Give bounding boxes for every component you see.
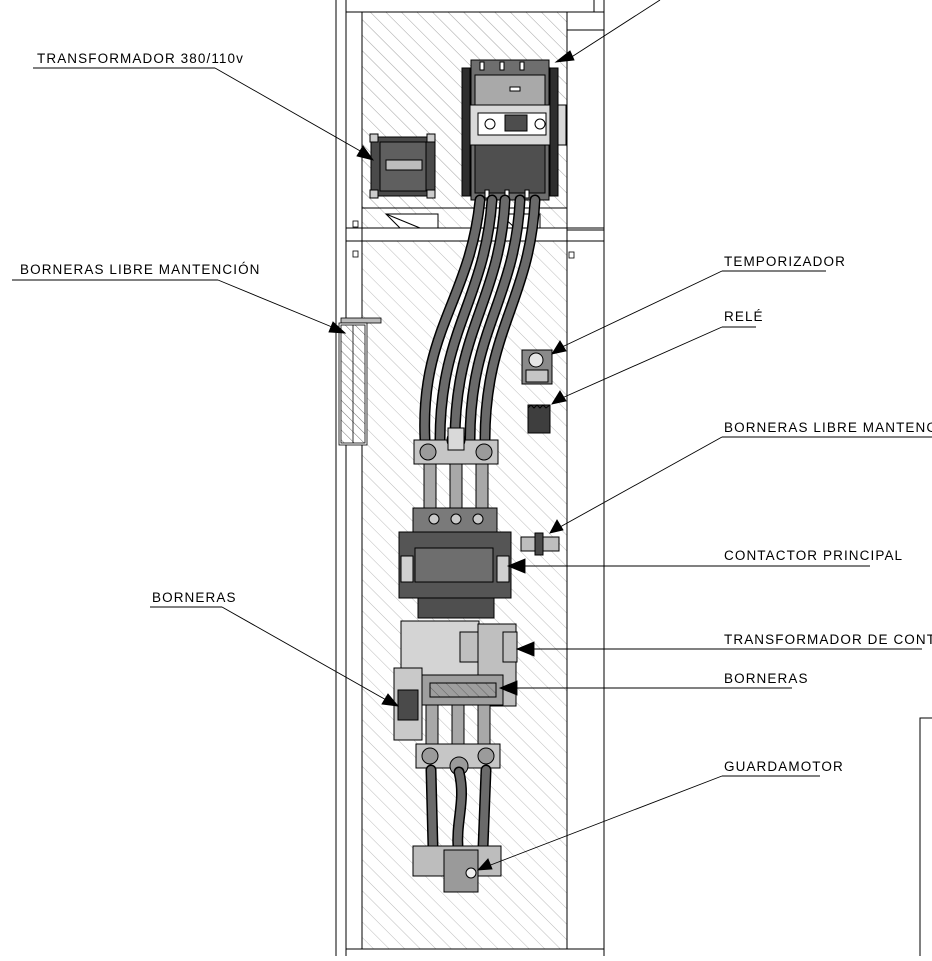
main-breaker — [461, 59, 567, 201]
timer-device — [521, 349, 553, 385]
border-bracket — [919, 717, 932, 956]
relay-device — [527, 404, 551, 434]
terminal-strip-left — [338, 317, 382, 446]
bus-bars — [423, 463, 489, 515]
motor-cables — [425, 764, 492, 854]
leader-lines — [12, 0, 932, 871]
label-temporizador: TEMPORIZADOR — [724, 254, 846, 269]
label-borneras-left: BORNERAS — [152, 590, 237, 605]
label-transformador-380: TRANSFORMADOR 380/110v — [37, 51, 244, 66]
label-borneras-libre-1: BORNERAS LIBRE MANTENCIÓN — [20, 262, 261, 277]
label-guardamotor: GUARDAMOTOR — [724, 759, 844, 774]
transformer-380-110 — [369, 133, 436, 199]
terminal-rail-right — [420, 674, 504, 706]
power-cables — [419, 194, 541, 446]
upper-lugs — [413, 427, 499, 465]
terminal-block-right — [520, 532, 560, 556]
lower-lugs — [415, 743, 501, 776]
label-borneras-right: BORNERAS — [724, 671, 809, 686]
label-borneras-libre-2: BORNERAS LIBRE MANTENCIÓN — [724, 420, 932, 435]
label-transformador-control: TRANSFORMADOR DE CONTROL — [724, 632, 932, 647]
label-rele: RELÉ — [724, 309, 764, 324]
label-contactor-principal: CONTACTOR PRINCIPAL — [724, 548, 904, 563]
lower-bus-bars — [425, 704, 491, 748]
main-contactor — [398, 507, 512, 619]
terminal-rail-left — [393, 667, 423, 741]
